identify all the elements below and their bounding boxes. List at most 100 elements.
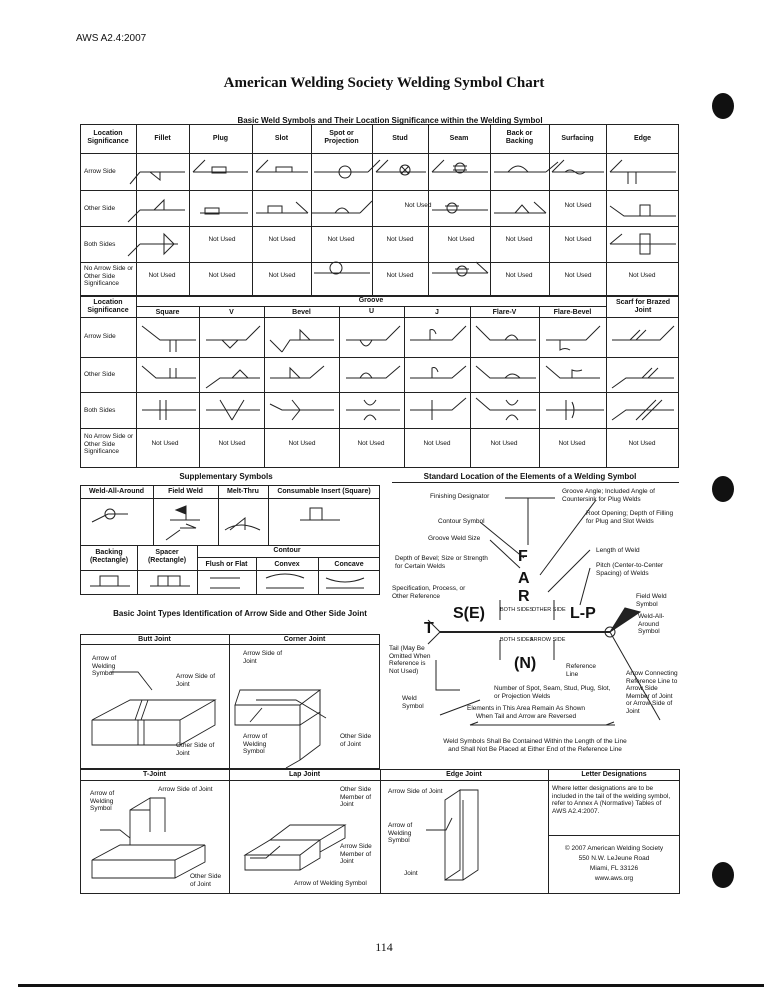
not-used: Not Used — [423, 440, 451, 447]
supp-col-field-weld: Field Weld — [168, 488, 203, 495]
binder-hole-bottom — [712, 862, 734, 888]
label-both-sides-2: BOTH SIDES — [500, 637, 534, 643]
tjoint-arrow-side-label: Arrow Side of Joint — [158, 786, 213, 793]
butt-other-side-label: Other Side of Joint — [176, 742, 215, 757]
tjoint-arrow-label: Arrow of Welding Symbol — [90, 790, 115, 812]
basic-col-edge: Edge — [633, 135, 652, 142]
corner-joint-header: Corner Joint — [283, 636, 326, 643]
supp-col-flush: Flush or Flat — [205, 561, 248, 568]
page-title: American Welding Society Welding Symbol … — [223, 75, 545, 91]
basic-col-seam: Seam — [449, 135, 469, 142]
joint-drawings — [91, 671, 479, 881]
label-number: Number of Spot, Seam, Stud, Plug, Slot, … — [494, 685, 611, 700]
letter-s: S(E) — [453, 605, 485, 622]
label-depth: Depth of Bevel; Size or Strength for Cer… — [395, 555, 488, 570]
not-used: Not Used — [404, 202, 432, 209]
basic-col-spot: Spot or Projection — [324, 130, 359, 145]
groove-row-both-sides: Both Sides — [84, 407, 116, 414]
basic-symbols-drawing — [127, 159, 676, 277]
not-used: Not Used — [208, 272, 236, 279]
basic-col-stud: Stud — [392, 135, 408, 142]
standard-title: Standard Location of the Elements of a W… — [423, 472, 637, 481]
copyright-3: Miami, FL 33126 — [589, 865, 639, 872]
not-used: Not Used — [558, 440, 586, 447]
basic-location-header: Location Significance — [87, 130, 129, 145]
not-used: Not Used — [564, 236, 592, 243]
label-note: Weld Symbols Shall Be Contained Within t… — [443, 738, 627, 753]
supp-col-spacer: Spacer (Rectangle) — [147, 549, 187, 564]
not-used: Not Used — [151, 440, 179, 447]
groove-table — [80, 296, 679, 468]
label-arrow-side-mark: ARROW SIDE — [530, 637, 566, 643]
groove-col-flare-bevel: Flare-Bevel — [553, 309, 592, 316]
groove-col-square: Square — [155, 309, 180, 316]
copyright-2: 550 N.W. LeJeune Road — [578, 855, 650, 862]
not-used: Not Used — [447, 236, 475, 243]
edge-joint-label: Joint — [404, 870, 418, 877]
not-used: Not Used — [386, 272, 414, 279]
joint-table — [80, 634, 380, 769]
label-field: Field Weld Symbol — [636, 593, 667, 608]
supplementary-title: Supplementary Symbols — [179, 472, 273, 481]
groove-col-bevel: Bevel — [292, 309, 311, 316]
basic-row-other-side: Other Side — [84, 205, 116, 212]
corner-arrow-side-label: Arrow Side of Joint — [243, 650, 283, 665]
label-spec: Specification, Process, or Other Referen… — [392, 585, 466, 600]
not-used: Not Used — [357, 440, 385, 447]
basic-row-arrow-side: Arrow Side — [84, 168, 116, 175]
letter-t: T — [424, 620, 434, 637]
supp-col-convex: Convex — [274, 561, 300, 568]
basic-row-no-side: No Arrow Side or Other Side Significance — [84, 265, 134, 287]
groove-row-arrow-side: Arrow Side — [84, 333, 116, 340]
not-used: Not Used — [564, 272, 592, 279]
basic-col-surfacing: Surfacing — [561, 135, 594, 142]
groove-col-flare-v: Flare-V — [492, 309, 517, 316]
groove-row-no-side: No Arrow Side or Other Side Significance — [84, 433, 134, 455]
corner-arrow-label: Arrow of Welding Symbol — [243, 733, 268, 755]
supp-contour-header: Contour — [273, 547, 301, 554]
label-groove-angle: Groove Angle; Included Angle of Counters… — [562, 488, 655, 503]
letters-text: Where letter designations are to be incl… — [552, 785, 671, 815]
tjoint-other-side-label: Other Side of Joint — [190, 873, 222, 888]
basic-col-back: Back or Backing — [505, 130, 534, 145]
not-used: Not Used — [386, 236, 414, 243]
letters-header: Letter Designations — [581, 771, 647, 778]
joint-title: Basic Joint Types Identification of Arro… — [113, 609, 367, 618]
not-used: Not Used — [505, 236, 533, 243]
lap-arrow-label: Arrow of Welding Symbol — [294, 880, 367, 887]
basic-table — [80, 124, 679, 296]
binder-hole-middle — [712, 476, 734, 502]
edge-arrow-side-label: Arrow Side of Joint — [388, 788, 443, 795]
not-used: Not Used — [564, 202, 592, 209]
label-length: Length of Weld — [596, 547, 640, 554]
butt-joint-header: Butt Joint — [138, 636, 171, 643]
letter-a: A — [518, 570, 530, 587]
edge-arrow-label: Arrow of Welding Symbol — [388, 822, 413, 844]
lap-arrow-member-label: Arrow Side Member of Joint — [340, 843, 372, 865]
groove-location-header: Location Significance — [87, 299, 129, 314]
standard-diagram — [427, 497, 661, 726]
letter-lp: L-P — [570, 605, 596, 622]
basic-col-plug: Plug — [212, 135, 229, 142]
label-contour: Contour Symbol — [438, 518, 485, 525]
lap-other-member-label: Other Side Member of Joint — [340, 786, 372, 808]
basic-col-fillet: Fillet — [154, 135, 171, 142]
tjoint-header: T-Joint — [143, 771, 166, 778]
supplementary-table — [80, 485, 380, 595]
letter-r: R — [518, 588, 530, 605]
not-used: Not Used — [148, 272, 176, 279]
groove-col-scarf: Scarf for Brazed Joint — [615, 299, 671, 314]
basic-section-title: Basic Weld Symbols and Their Location Si… — [237, 116, 543, 125]
supp-col-insert: Consumable Insert (Square) — [277, 488, 371, 495]
groove-col-j: J — [435, 309, 439, 316]
binder-hole-top — [712, 93, 734, 119]
label-groove-size: Groove Weld Size — [428, 535, 481, 542]
label-finishing: Finishing Designator — [430, 493, 490, 500]
label-all-around: Weld-All-Around Symbol — [638, 613, 665, 635]
letter-n: (N) — [514, 655, 537, 672]
groove-group-header: Groove — [358, 297, 384, 304]
not-used: Not Used — [268, 236, 296, 243]
label-other-side: OTHER SIDE — [532, 607, 566, 613]
label-pitch: Pitch (Center-to-Center Spacing) of Weld… — [596, 562, 664, 577]
not-used: Not Used — [327, 236, 355, 243]
